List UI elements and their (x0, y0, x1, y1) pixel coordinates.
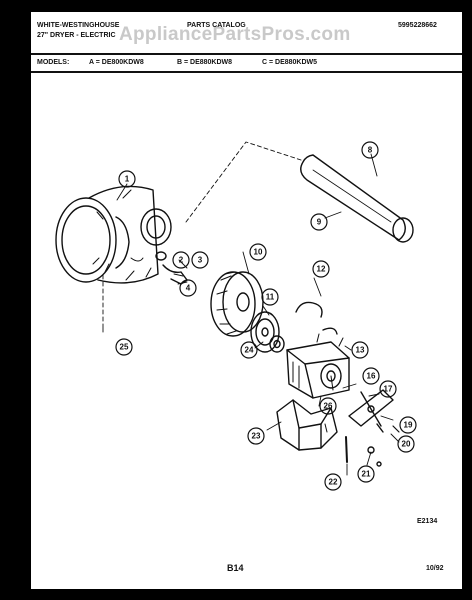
callout-4: 4 (186, 284, 191, 293)
callout-26: 26 (324, 402, 333, 411)
callout-2: 2 (179, 256, 184, 265)
models-label: MODELS: (37, 59, 70, 66)
callout-1: 1 (125, 175, 130, 184)
blower-housing (55, 185, 172, 284)
callout-labels: 1 2 3 4 8 9 10 11 12 13 16 17 19 20 21 2… (120, 146, 413, 487)
callout-17: 17 (384, 385, 393, 394)
callout-11: 11 (266, 293, 275, 302)
models-rule (31, 71, 462, 73)
callout-circles (115, 141, 417, 491)
product-title: 27" DRYER - ELECTRIC (37, 32, 116, 39)
drive-motor (286, 333, 350, 399)
leader-lines (102, 153, 400, 476)
callout-22: 22 (329, 478, 338, 487)
retaining-clip (295, 301, 338, 335)
callout-12: 12 (317, 265, 326, 274)
model-a: A = DE800KDW8 (89, 59, 144, 66)
callout-3: 3 (198, 256, 203, 265)
callout-16: 16 (367, 372, 376, 381)
catalog-number: 5995228662 (398, 22, 437, 29)
callout-23: 23 (252, 432, 261, 441)
callout-21: 21 (362, 470, 371, 479)
alignment-lines (102, 141, 302, 323)
callout-10: 10 (254, 248, 263, 257)
drawing-code: E2134 (417, 518, 438, 525)
callout-25: 25 (120, 343, 129, 352)
callout-20: 20 (402, 440, 411, 449)
exploded-view-drawing: 1 2 3 4 8 9 10 11 12 13 16 17 19 20 21 2… (55, 141, 417, 491)
page-number: B14 (227, 563, 244, 573)
callout-13: 13 (356, 346, 365, 355)
parts-diagram-sheet: AppliancePartsPros.com WHITE-WESTINGHOUS… (31, 12, 462, 589)
callout-8: 8 (368, 146, 373, 155)
catalog-title: PARTS CATALOG (187, 22, 246, 29)
revision-date: 10/92 (426, 565, 444, 572)
exhaust-duct (300, 154, 414, 243)
top-rule (31, 53, 462, 55)
blower-pulley (250, 311, 285, 353)
idler-arm (348, 389, 394, 433)
callout-19: 19 (404, 421, 413, 430)
callout-9: 9 (317, 218, 322, 227)
blower-wheel (210, 271, 264, 337)
small-hardware (324, 375, 400, 467)
model-c: C = DE880KDW5 (262, 59, 318, 66)
motor-mount-bracket (276, 399, 338, 451)
brand-title: WHITE-WESTINGHOUSE (37, 22, 120, 29)
callout-24: 24 (245, 346, 254, 355)
model-b: B = DE880KDW8 (177, 59, 233, 66)
